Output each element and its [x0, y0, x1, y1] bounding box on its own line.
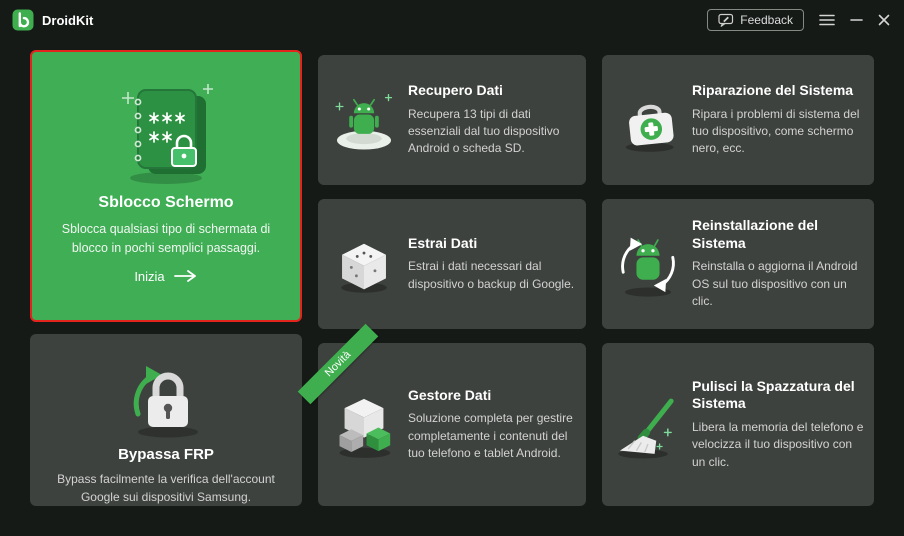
card-estrai-dati[interactable]: Estrai Dati Estrai i dati necessari dal …: [318, 199, 586, 329]
arrow-right-icon: [173, 270, 198, 282]
droidkit-logo: [12, 9, 34, 31]
card-description: Recupera 13 tipi di dati essenziali dal …: [408, 106, 560, 156]
menu-icon[interactable]: [819, 14, 835, 26]
card-sblocco-schermo[interactable]: Sblocco Schermo Sblocca qualsiasi tipo d…: [30, 50, 302, 322]
home-grid: Sblocco Schermo Sblocca qualsiasi tipo d…: [30, 50, 874, 506]
card-description: Soluzione completa per gestire completam…: [408, 411, 573, 460]
close-icon[interactable]: [878, 14, 890, 26]
card-recupero-dati[interactable]: Recupero Dati Recupera 13 tipi di dati e…: [318, 55, 586, 185]
card-title: Reinstallazione del Sistema: [692, 217, 819, 251]
card-gestore-dati[interactable]: Novità Gestore Dati Soluzione compl: [297, 323, 586, 506]
brand: DroidKit: [12, 9, 93, 31]
card-description: Sblocca qualsiasi tipo di schermata di b…: [61, 222, 271, 255]
inizia-link[interactable]: Inizia: [134, 269, 197, 284]
first-aid-kit-icon: [610, 81, 686, 159]
feedback-bubble-icon: [718, 13, 734, 27]
card-pulisci-spazzatura[interactable]: Pulisci la Spazzatura del Sistema Libera…: [602, 343, 874, 506]
broom-icon: [610, 385, 686, 465]
android-reinstall-icon: [610, 225, 686, 303]
card-title: Estrai Dati: [408, 234, 478, 251]
card-title: Bypassa FRP: [118, 446, 214, 463]
feedback-label: Feedback: [740, 13, 793, 27]
card-description: Reinstalla o aggiorna il Android OS sul …: [692, 259, 858, 309]
lock-refresh-icon: [116, 348, 216, 440]
card-description: Estrai i dati necessari dal dispositivo …: [408, 259, 575, 291]
card-description: Bypass facilmente la verifica dell'accou…: [57, 472, 275, 504]
card-title: Gestore Dati: [408, 386, 492, 403]
card-description: Libera la memoria del telefono e velociz…: [692, 419, 864, 469]
data-box-icon: [326, 225, 402, 303]
minimize-icon[interactable]: [850, 14, 863, 26]
password-book-icon: [104, 70, 228, 186]
card-title: Riparazione del Sistema: [692, 82, 854, 99]
card-title: Recupero Dati: [408, 82, 503, 99]
window-controls: Feedback: [707, 9, 890, 31]
cubes-stack-icon: [326, 384, 402, 466]
card-description: Ripara i problemi di sistema del tuo dis…: [692, 106, 860, 156]
title-bar: DroidKit Feedback: [0, 0, 904, 40]
feedback-button[interactable]: Feedback: [707, 9, 804, 31]
inizia-label: Inizia: [134, 268, 165, 284]
card-title: Pulisci la Spazzatura del Sistema: [692, 377, 855, 412]
app-title: DroidKit: [42, 12, 94, 28]
android-disc-icon: [326, 81, 402, 159]
card-riparazione-sistema[interactable]: Riparazione del Sistema Ripara i problem…: [602, 55, 874, 185]
card-reinstallazione-sistema[interactable]: Reinstallazione del Sistema Reinstalla o…: [602, 199, 874, 329]
card-bypassa-frp[interactable]: Bypassa FRP Bypass facilmente la verific…: [30, 334, 302, 506]
card-title: Sblocco Schermo: [98, 194, 234, 211]
